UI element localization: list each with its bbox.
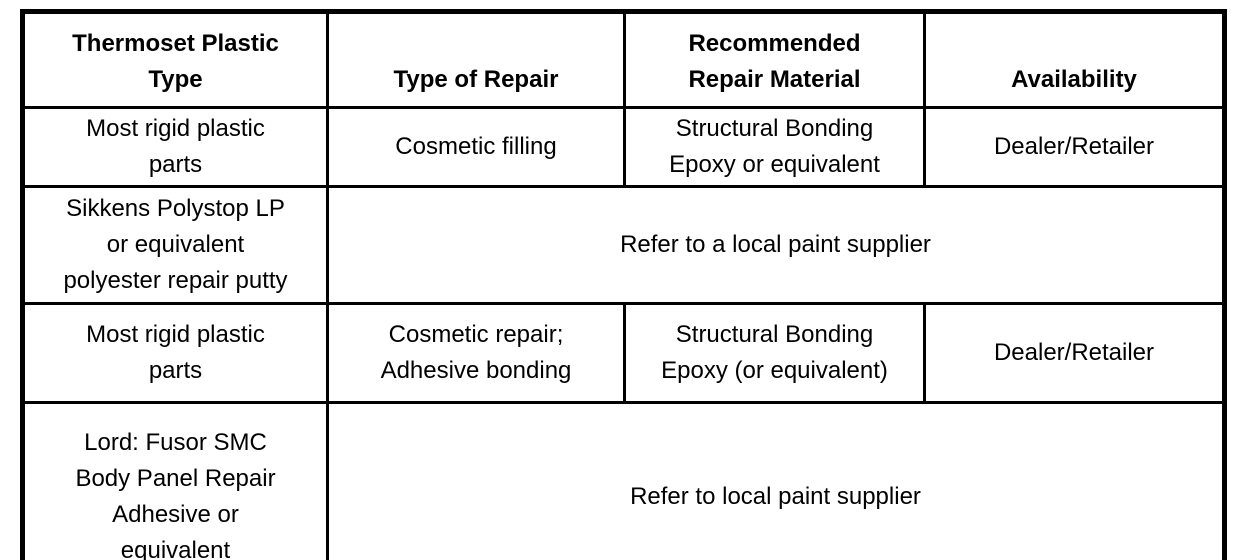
header-thermoset-plastic-type: Thermoset Plastic Type (21, 10, 329, 109)
header-availability: Availability (923, 10, 1226, 109)
table-row: Lord: Fusor SMC Body Panel Repair Adhesi… (21, 401, 1226, 560)
cell-r3-repair-type: Cosmetic repair; Adhesive bonding (326, 302, 626, 404)
table-row: Sikkens Polystop LP or equivalent polyes… (21, 185, 1226, 305)
cell-r4-merged-note: Refer to local paint supplier (326, 401, 1226, 560)
table-row: Most rigid plastic parts Cosmetic fillin… (21, 106, 1226, 188)
cell-r1-availability: Dealer/Retailer (923, 106, 1226, 188)
table-row: Most rigid plastic parts Cosmetic repair… (21, 302, 1226, 404)
table-header-row: Thermoset Plastic Type Type of Repair Re… (21, 10, 1226, 109)
cell-r3-plastic-type: Most rigid plastic parts (21, 302, 329, 404)
cell-r3-repair-material: Structural Bonding Epoxy (or equivalent) (623, 302, 926, 404)
cell-r3-availability: Dealer/Retailer (923, 302, 1226, 404)
cell-r2-plastic-type: Sikkens Polystop LP or equivalent polyes… (21, 185, 329, 305)
thermoset-plastic-repair-table: Thermoset Plastic Type Type of Repair Re… (20, 9, 1227, 560)
header-type-of-repair: Type of Repair (326, 10, 626, 109)
cell-r4-plastic-type: Lord: Fusor SMC Body Panel Repair Adhesi… (21, 401, 329, 560)
cell-r1-repair-material: Structural Bonding Epoxy or equivalent (623, 106, 926, 188)
cell-r1-repair-type: Cosmetic filling (326, 106, 626, 188)
cell-r2-merged-note: Refer to a local paint supplier (326, 185, 1226, 305)
header-recommended-repair-material: Recommended Repair Material (623, 10, 926, 109)
cell-r1-plastic-type: Most rigid plastic parts (21, 106, 329, 188)
